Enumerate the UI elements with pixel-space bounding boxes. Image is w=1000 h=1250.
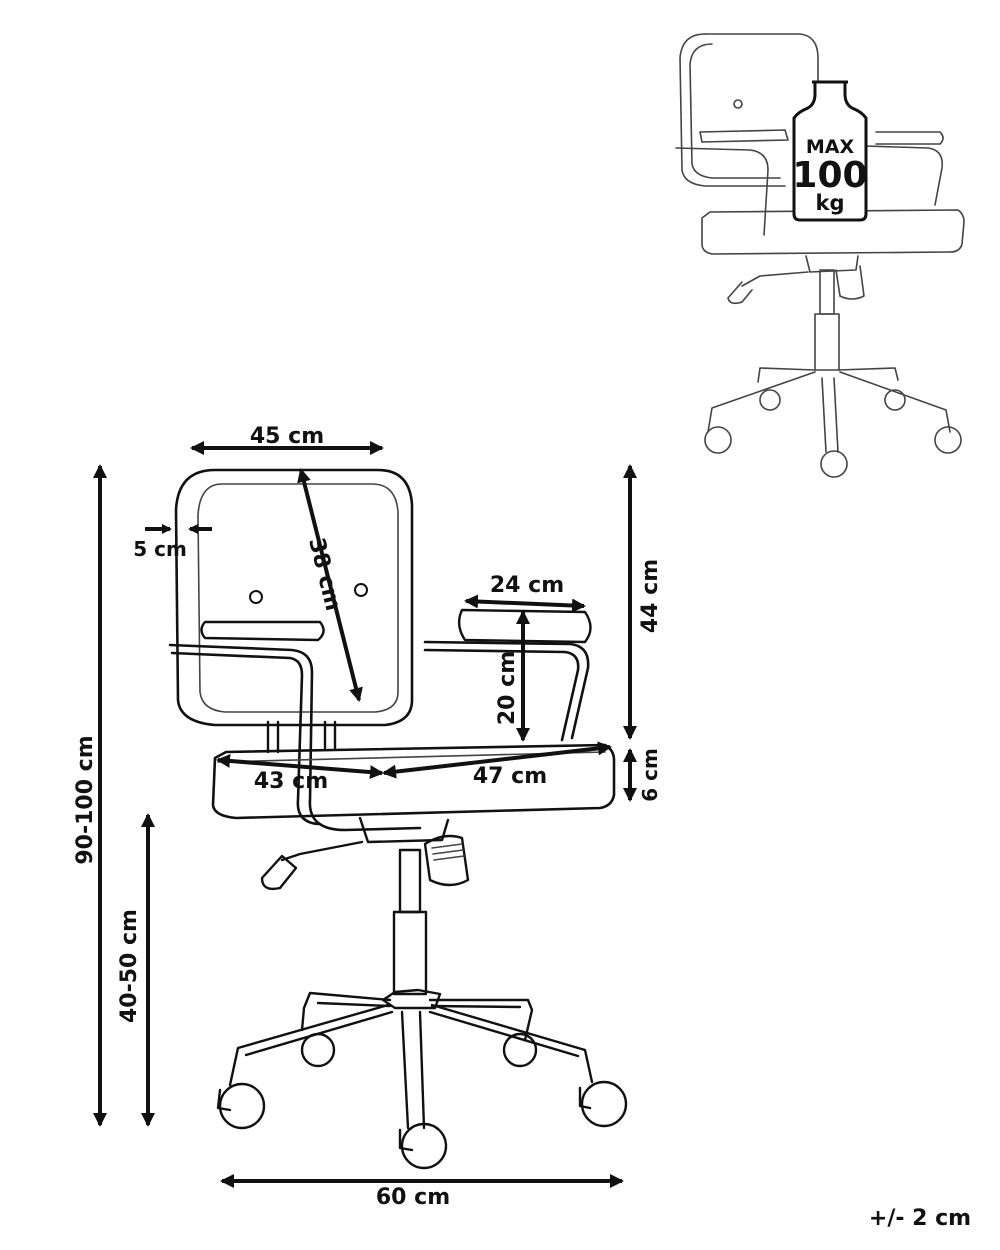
label-seat-depth: 43 cm xyxy=(254,769,328,794)
label-backrest-width: 45 cm xyxy=(250,424,324,449)
right-armrest-frame-inner xyxy=(423,648,580,742)
backrest-outline xyxy=(174,468,414,727)
right-armrest-frame xyxy=(423,640,590,740)
gas-cylinder-sleeve xyxy=(392,910,428,996)
backrest-button-left xyxy=(249,590,263,604)
label-seat-height: 40-50 cm xyxy=(117,909,142,1023)
dimension-arrows xyxy=(93,441,637,1188)
arrow-backrest-height xyxy=(297,468,363,702)
seat-mechanism xyxy=(358,816,450,844)
arrow-seat-width xyxy=(382,741,612,779)
height-lever-handle xyxy=(260,854,298,891)
label-armrest-width: 24 cm xyxy=(490,573,564,598)
label-total-height: 90-100 cm xyxy=(73,735,98,864)
badge-weight-value: 100 xyxy=(792,155,867,196)
right-armrest-pad xyxy=(457,608,592,644)
left-armrest-pad xyxy=(200,620,325,642)
tolerance-note: +/- 2 cm xyxy=(869,1206,971,1231)
small-chair-illustration xyxy=(675,33,965,478)
label-seat-thickness: 6 cm xyxy=(638,748,662,802)
tilt-knob xyxy=(423,834,470,887)
label-armrest-height: 20 cm xyxy=(495,651,520,725)
label-base-width: 60 cm xyxy=(376,1185,450,1210)
arrow-armrest-width xyxy=(464,594,586,613)
star-base xyxy=(228,988,594,1130)
height-lever xyxy=(280,840,364,862)
left-armrest-frame xyxy=(168,643,422,832)
backrest-button-right xyxy=(354,583,368,597)
label-frame-width: 5 cm xyxy=(133,537,187,561)
label-backrest-height: 38 cm xyxy=(303,535,345,613)
label-seat-width: 47 cm xyxy=(473,764,547,789)
label-back-height: 44 cm xyxy=(638,559,663,633)
dimension-labels: 45 cm 5 cm 38 cm 24 cm 20 cm 44 cm 6 cm … xyxy=(73,424,971,1231)
badge-max-label: MAX xyxy=(806,136,855,158)
backrest-panel xyxy=(197,483,399,713)
max-weight-badge: MAX 100 kg xyxy=(792,80,868,222)
left-armrest-frame-inner xyxy=(170,651,320,826)
gas-cylinder-top xyxy=(398,848,422,914)
badge-weight-unit: kg xyxy=(816,191,845,215)
arrow-seat-depth xyxy=(216,753,384,780)
casters xyxy=(216,1032,628,1170)
